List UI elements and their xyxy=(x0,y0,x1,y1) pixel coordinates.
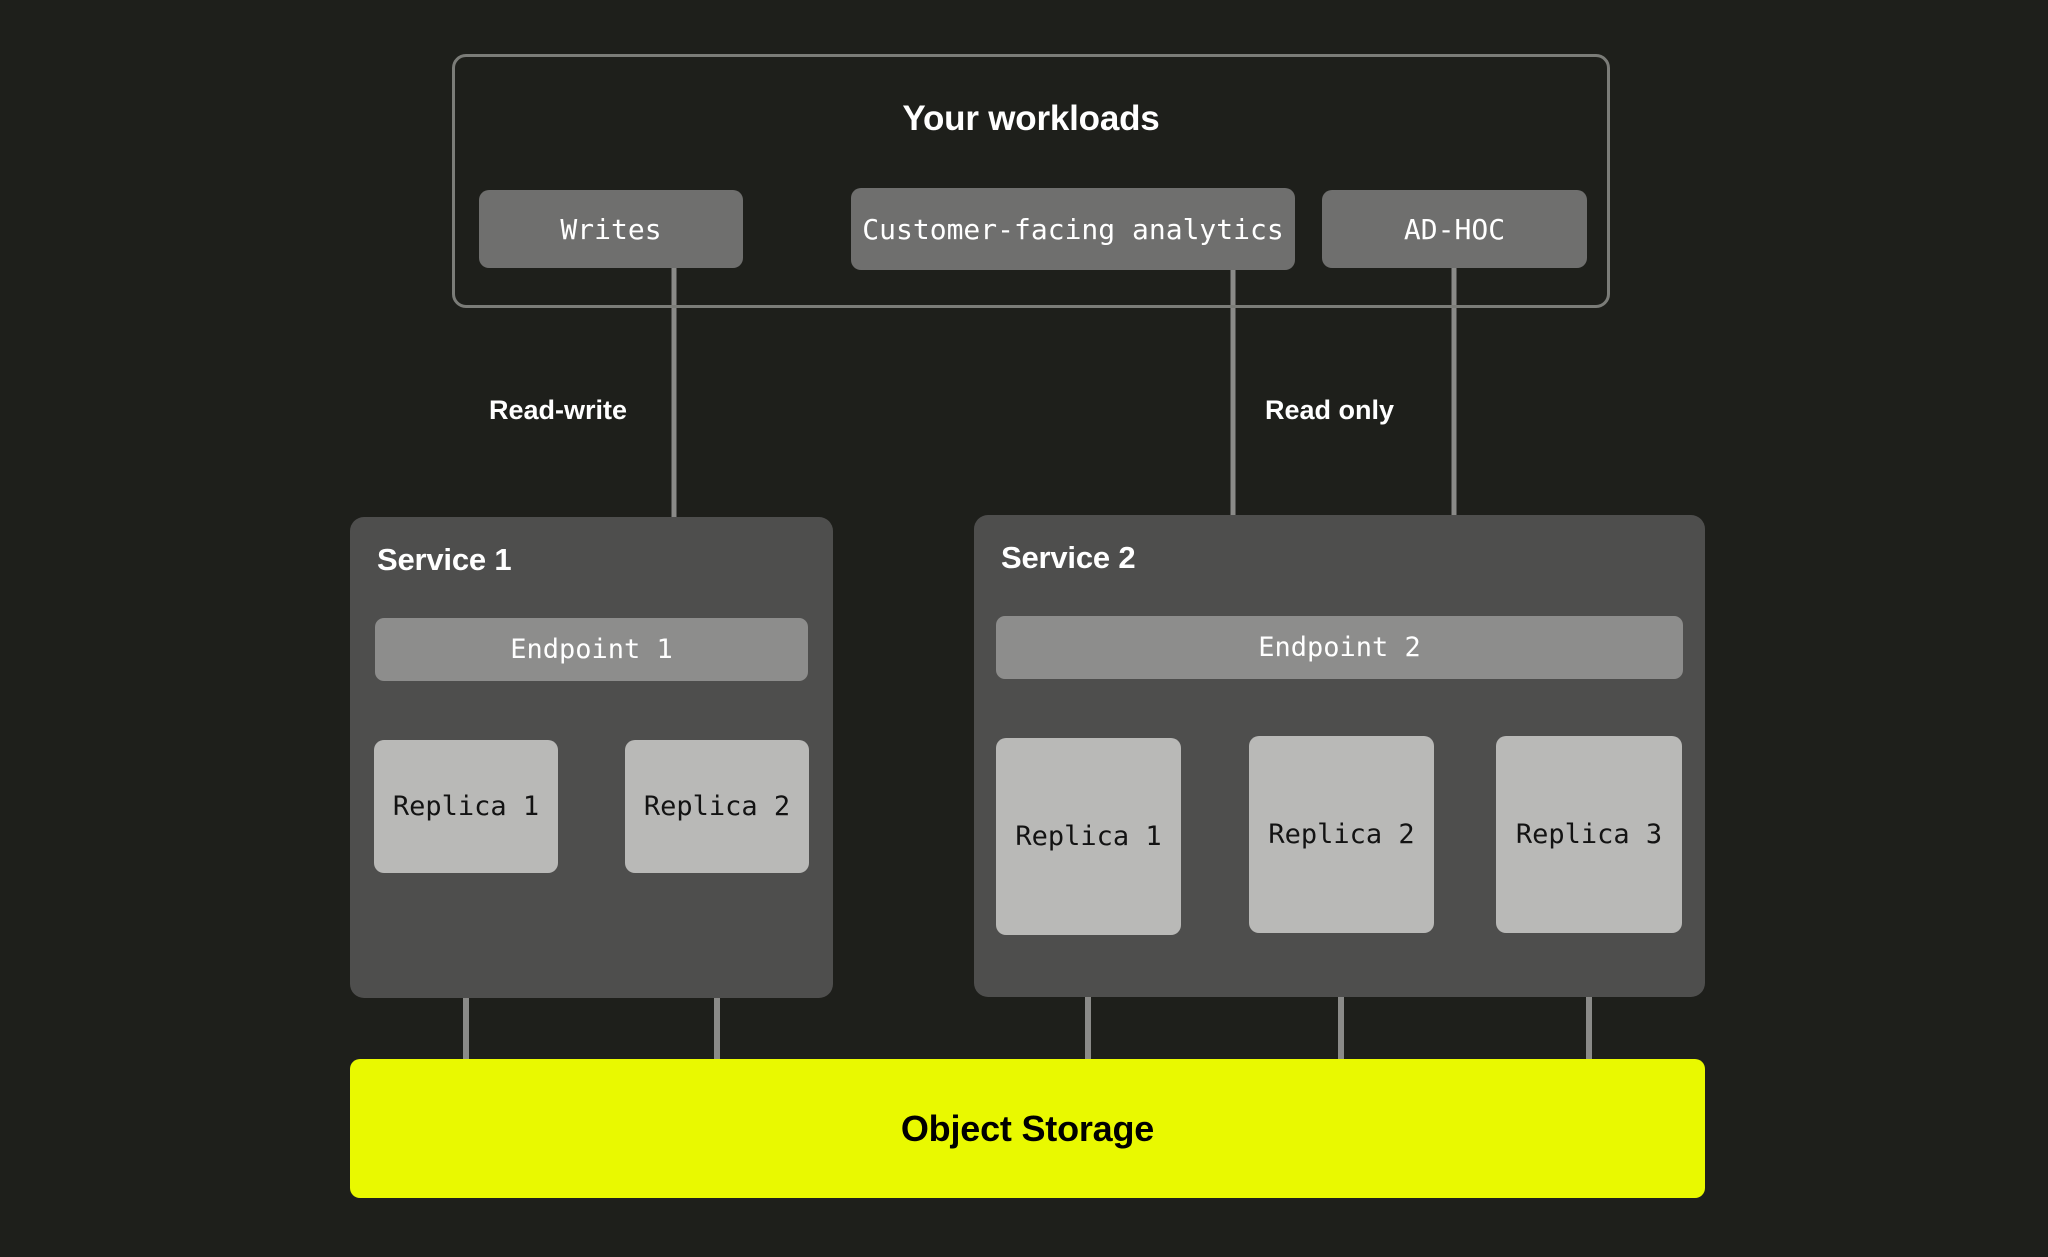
workload-chip-analytics[interactable]: Customer-facing analytics xyxy=(851,188,1295,270)
endpoint-1[interactable]: Endpoint 1 xyxy=(375,618,808,681)
service-1-replica-2[interactable]: Replica 2 xyxy=(625,740,809,873)
workload-chip-adhoc[interactable]: AD-HOC xyxy=(1322,190,1587,268)
service-2-title: Service 2 xyxy=(1001,540,1136,575)
workload-chip-writes[interactable]: Writes xyxy=(479,190,743,268)
service-2-replica-3[interactable]: Replica 3 xyxy=(1496,736,1682,933)
workloads-container: Your workloads xyxy=(452,54,1610,308)
endpoint-2[interactable]: Endpoint 2 xyxy=(996,616,1683,679)
workloads-title: Your workloads xyxy=(902,99,1160,138)
service-2-replica-2[interactable]: Replica 2 xyxy=(1249,736,1434,933)
edge-label-read-write: Read-write xyxy=(489,395,628,425)
object-storage-bar[interactable]: Object Storage xyxy=(350,1059,1705,1198)
service-1-title: Service 1 xyxy=(377,542,512,577)
service-2-replica-1[interactable]: Replica 1 xyxy=(996,738,1181,935)
service-1-replica-1[interactable]: Replica 1 xyxy=(374,740,558,873)
edge-label-read-only: Read only xyxy=(1265,395,1395,425)
object-storage-label: Object Storage xyxy=(900,1107,1155,1149)
